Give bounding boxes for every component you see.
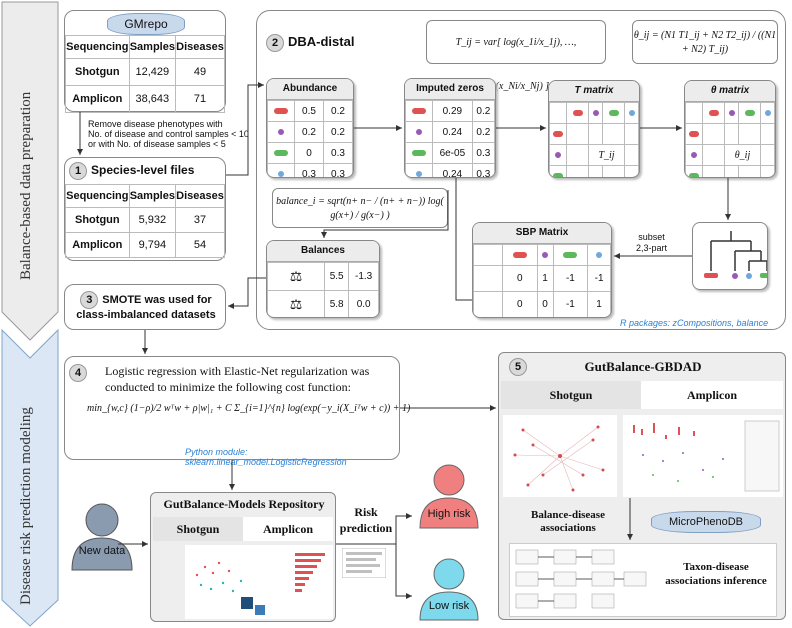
low-risk-label: Low risk (428, 600, 470, 612)
taxon-purple-icon (278, 128, 284, 135)
step-5-badge: 5 (509, 358, 527, 376)
repo-title: GutBalance-Models Repository (163, 497, 325, 511)
dendrogram-icon (704, 231, 767, 279)
formula-balance: balance_i = sqrt(n+ n− / (n+ + n−)) log(… (272, 188, 448, 228)
abundance-title: Abundance (267, 79, 353, 100)
taxon-blue-icon (278, 170, 284, 177)
gmrepo-table: Sequencing Samples Diseases Shotgun 12,4… (65, 35, 225, 113)
logreg-formula: min_{w,c} (1−ρ)/2 wᵀw + ρ|w|₁ + C Σ_{i=1… (87, 403, 411, 414)
species-table: Sequencing Samples Diseases Shotgun 5,93… (65, 184, 225, 258)
scale-icon: ⚖ (289, 268, 303, 284)
filter-note: Remove disease phenotypes with No. of di… (88, 119, 249, 149)
high-risk-label: High risk (427, 508, 471, 520)
model-thumbnail (185, 545, 333, 619)
network-thumbnail (503, 415, 617, 497)
logreg-panel: 4 Logistic regression with Elastic-Net r… (64, 356, 410, 467)
gmrepo-cell: Amplicon (65, 85, 130, 113)
step-1-badge: 1 (69, 162, 87, 180)
person-icon (71, 503, 133, 571)
inference-flow-thumbnail (515, 549, 647, 609)
gbdad-title: GutBalance-GBDAD (584, 359, 702, 374)
section-label-preparation: Balance-based data preparation (18, 91, 34, 280)
r-packages-note: R packages: zCompositions, balance (620, 318, 769, 328)
step-2-badge: 2 (266, 34, 284, 52)
gmrepo-cell: 38,643 (128, 85, 177, 113)
step-4-badge: 4 (69, 364, 87, 382)
gmrepo-cell: 71 (175, 85, 225, 113)
low-risk-person-icon (419, 558, 479, 621)
repo-tab-shotgun[interactable]: Shotgun (153, 517, 243, 541)
imputed-title: Imputed zeros (405, 79, 495, 100)
theta-matrix-title: θ matrix (685, 81, 775, 102)
taxon-red-icon (274, 107, 288, 114)
tree-box (692, 222, 768, 290)
high-risk-person-icon (419, 464, 479, 529)
prediction-thumbnail (342, 548, 386, 578)
gbdad-panel: 5 GutBalance-GBDAD Shotgun Amplicon Bala… (498, 352, 786, 620)
taxon-green-icon (274, 149, 288, 156)
gmrepo-cell: Shotgun (65, 58, 130, 86)
section-label-modeling: Disease risk prediction modeling (18, 407, 34, 605)
formula-t: T_ij = var[ log(x_1i/x_1j), …, log(x_Ni/… (426, 20, 606, 92)
theta-matrix: θ matrix θ_ij (684, 80, 776, 178)
gmrepo-cell: 12,429 (128, 58, 177, 86)
gmrepo-header-0: Sequencing (65, 35, 130, 59)
gmrepo-header-2: Diseases (175, 35, 225, 59)
gmrepo-cell: 49 (175, 58, 225, 86)
gbdad-tab-amplicon[interactable]: Amplicon (641, 381, 783, 409)
step-3-badge: 3 (80, 291, 99, 309)
balances-title: Balances (267, 241, 379, 262)
microphenodb-database-icon: MicroPhenoDB (651, 511, 761, 533)
gmrepo-database-icon: GMrepo (107, 13, 185, 35)
repo-tab-amplicon[interactable]: Amplicon (243, 517, 333, 541)
new-data-label: New data (78, 545, 126, 557)
python-module-note: Python module: sklearn.linear_model.Logi… (185, 447, 347, 467)
gmrepo-panel: GMrepo Sequencing Samples Diseases Shotg… (64, 10, 226, 113)
sbp-title: SBP Matrix (473, 223, 611, 244)
gbdad-tab-shotgun[interactable]: Shotgun (501, 381, 641, 409)
t-matrix-title: T matrix (549, 81, 639, 102)
theta-matrix-cell: θ_ij (724, 144, 761, 166)
scale-icon: ⚖ (289, 296, 303, 312)
scatter-thumbnail (623, 415, 783, 497)
t-matrix-cell: T_ij (588, 144, 625, 166)
formula-theta: θ_ij = (N1 T1_ij + N2 T2_ij) / ((N1 + N2… (632, 20, 778, 64)
repo-panel: GutBalance-Models Repository Shotgun Amp… (150, 492, 336, 622)
t-matrix: T matrix T_ij (548, 80, 640, 178)
gmrepo-header-1: Samples (128, 35, 177, 59)
logreg-text: Logistic regression with Elastic-Net reg… (105, 364, 370, 394)
